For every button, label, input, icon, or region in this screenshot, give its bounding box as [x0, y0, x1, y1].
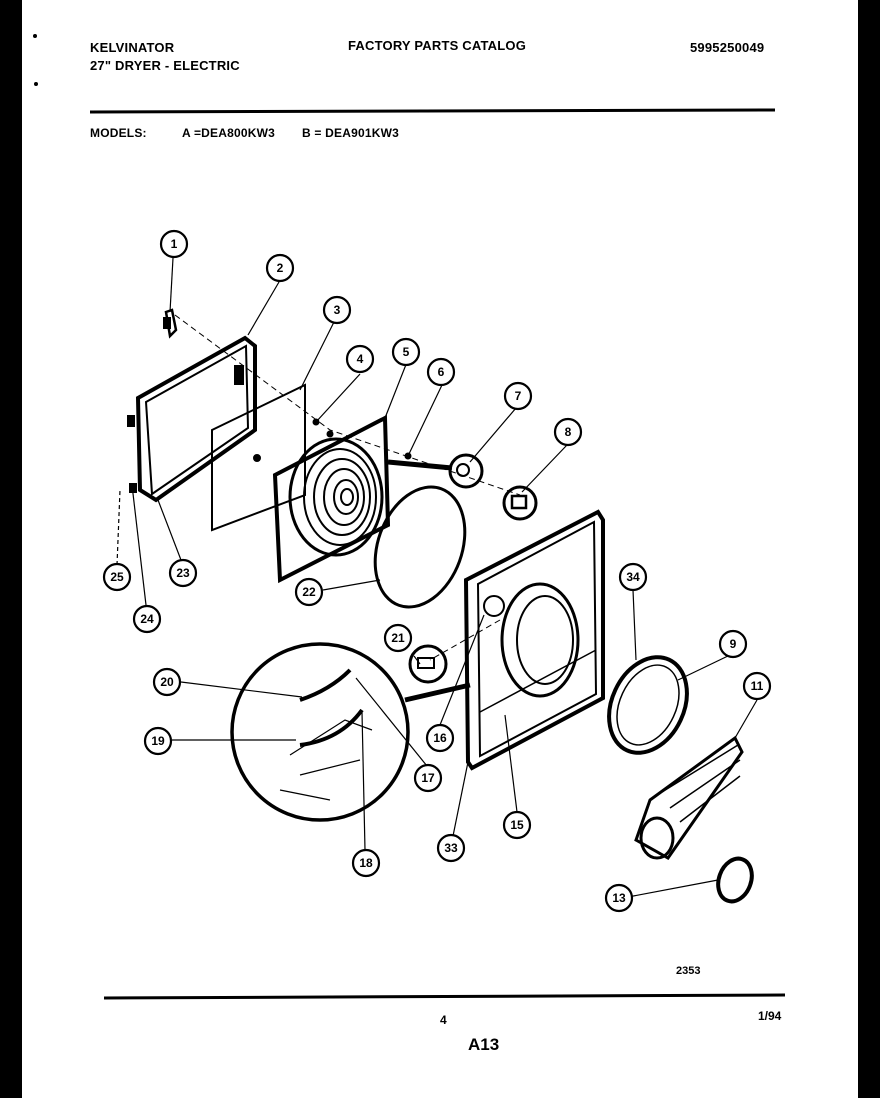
callout-34: 34: [618, 562, 648, 592]
svg-text:2: 2: [277, 261, 284, 275]
catalog-number: 5995250049: [690, 40, 765, 55]
callout-22: 22: [294, 577, 324, 607]
model-b: B = DEA901KW3: [302, 126, 399, 140]
footer-rule: [103, 993, 786, 1000]
footer-date: 1/94: [758, 1009, 782, 1023]
svg-text:21: 21: [391, 631, 405, 645]
page-mark-top: [33, 34, 37, 38]
svg-text:25: 25: [110, 570, 124, 584]
svg-text:11: 11: [751, 679, 764, 693]
svg-text:9: 9: [730, 637, 737, 651]
page-number: 4: [440, 1013, 447, 1027]
detail-magnifier: [230, 642, 471, 822]
inner-door: [272, 414, 391, 584]
callout-2: 2: [265, 253, 295, 283]
callout-19: 19: [143, 726, 173, 756]
callout-15: 15: [502, 810, 532, 840]
catalog-page: [22, 0, 858, 1098]
callout-6: 6: [426, 357, 456, 387]
models-label: MODELS:: [90, 126, 147, 140]
door-hinge: [163, 308, 178, 339]
svg-text:3: 3: [334, 303, 341, 317]
callout-16: 16: [425, 723, 455, 753]
page-mark-mid: [34, 82, 38, 86]
leader-lines: [116, 257, 758, 898]
svg-text:13: 13: [612, 891, 626, 905]
callout-17: 17: [413, 763, 443, 793]
product-name: 27" DRYER - ELECTRIC: [90, 58, 240, 73]
svg-text:7: 7: [515, 389, 522, 403]
svg-text:15: 15: [510, 818, 524, 832]
callout-7: 7: [503, 381, 533, 411]
svg-text:20: 20: [160, 675, 174, 689]
svg-text:4: 4: [357, 352, 364, 366]
svg-text:34: 34: [626, 570, 640, 584]
header-rule: [89, 108, 776, 114]
door-strike: [448, 453, 484, 489]
callout-25: 25: [102, 562, 132, 592]
svg-text:6: 6: [438, 365, 445, 379]
drawing-number: 2353: [676, 965, 700, 977]
callout-23: 23: [168, 558, 198, 588]
svg-text:17: 17: [421, 771, 435, 785]
callout-33: 33: [436, 833, 466, 863]
callout-5: 5: [391, 337, 421, 367]
callout-24: 24: [132, 604, 162, 634]
door-switch: [408, 644, 448, 684]
door-catch: [502, 485, 538, 521]
svg-text:18: 18: [359, 856, 373, 870]
drum-seal: [607, 655, 689, 755]
callout-4: 4: [345, 344, 375, 374]
catalog-title: FACTORY PARTS CATALOG: [348, 38, 527, 53]
callout-11: 11: [742, 671, 772, 701]
callout-8: 8: [553, 417, 583, 447]
callout-21: 21: [383, 623, 413, 653]
duct-cap: [716, 856, 754, 904]
callout-20: 20: [152, 667, 182, 697]
callout-9: 9: [718, 629, 748, 659]
callout-13: 13: [604, 883, 634, 913]
svg-text:22: 22: [302, 585, 316, 599]
svg-text:24: 24: [140, 612, 154, 626]
svg-text:19: 19: [151, 734, 165, 748]
svg-text:1: 1: [171, 237, 178, 251]
model-a: A =DEA800KW3: [182, 126, 275, 140]
callout-1: 1: [159, 229, 189, 259]
door-gasket: [373, 485, 467, 609]
front-panel: [463, 509, 605, 771]
section-code: A13: [468, 1035, 499, 1054]
lint-duct: [634, 735, 744, 860]
callout-3: 3: [322, 295, 352, 325]
svg-text:16: 16: [433, 731, 447, 745]
callout-18: 18: [351, 848, 381, 878]
svg-text:5: 5: [403, 345, 410, 359]
door-panel: [127, 335, 257, 503]
svg-text:33: 33: [444, 841, 458, 855]
svg-text:23: 23: [176, 566, 190, 580]
brand-name: KELVINATOR: [90, 40, 175, 55]
svg-text:8: 8: [565, 425, 572, 439]
